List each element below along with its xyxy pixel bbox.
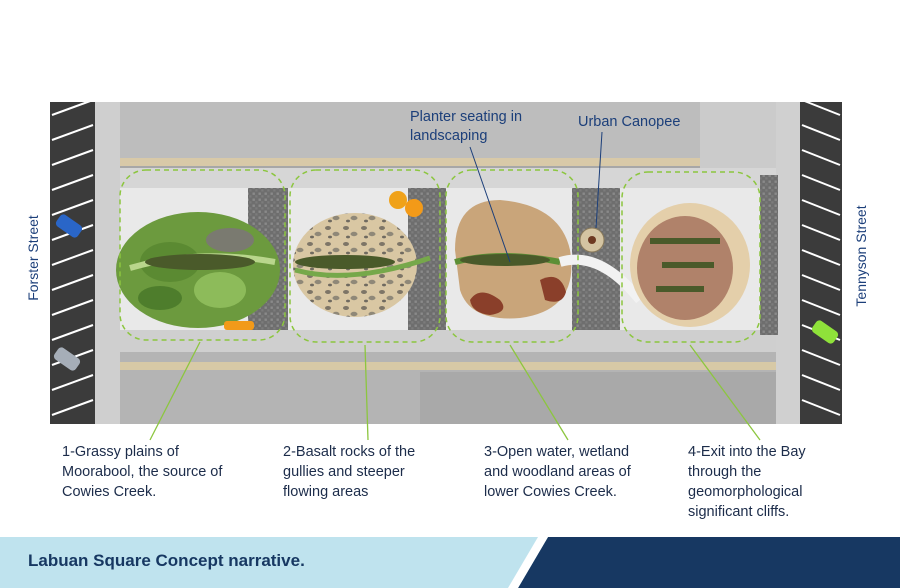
zone-caption-line: lower Cowies Creek. bbox=[484, 484, 617, 500]
zone-caption-line: 4-Exit into the Bay bbox=[688, 444, 806, 460]
left-footpath bbox=[95, 102, 120, 424]
zone-caption-line: 1-Grassy plains of bbox=[62, 444, 179, 460]
right-road bbox=[800, 99, 842, 424]
leader-lines bbox=[469, 131, 603, 263]
roof-top bbox=[120, 102, 776, 166]
zone-4-caption: 4-Exit into the Bay through the geomorph… bbox=[688, 442, 868, 522]
zone-caption-line: Cowies Creek. bbox=[62, 484, 157, 500]
street-label-tennyson: Tennyson Street bbox=[853, 205, 869, 307]
zone-caption-line: and woodland areas of bbox=[484, 464, 631, 480]
zone-3-garden bbox=[454, 200, 572, 319]
zone-caption-line: through the bbox=[688, 464, 762, 480]
zone-2-garden bbox=[293, 191, 431, 317]
zone-caption-line: significant cliffs. bbox=[688, 504, 790, 520]
zone-caption-line: 3-Open water, wetland bbox=[484, 444, 630, 460]
zone-2-caption: 2-Basalt rocks of the gullies and steepe… bbox=[283, 442, 463, 502]
zone-1-garden bbox=[116, 212, 280, 328]
left-road bbox=[50, 99, 95, 424]
zone-caption-line: Moorabool, the source of bbox=[62, 464, 223, 480]
planter-seating-callout: Planter seating in landscaping bbox=[410, 108, 560, 146]
street-label-forster: Forster Street bbox=[25, 215, 41, 301]
car-grey bbox=[53, 347, 81, 371]
zone-4-garden bbox=[630, 203, 750, 327]
car-blue bbox=[55, 214, 83, 238]
urban-canopee-callout: Urban Canopee bbox=[578, 114, 681, 130]
zone-caption-line: 2-Basalt rocks of the bbox=[283, 444, 416, 460]
right-footpath bbox=[776, 102, 800, 424]
zone-caption-line: geomorphological bbox=[688, 484, 803, 500]
car-green bbox=[811, 320, 839, 344]
callout-line: Planter seating in bbox=[410, 109, 523, 125]
zone-3-caption: 3-Open water, wetland and woodland areas… bbox=[484, 442, 674, 502]
footer-banner bbox=[0, 537, 900, 588]
zone-outlines bbox=[119, 169, 761, 343]
zone-caption-line: gullies and steeper bbox=[283, 464, 405, 480]
zone-caption-line: flowing areas bbox=[283, 484, 369, 500]
zone-1-caption: 1-Grassy plains of Moorabool, the source… bbox=[62, 442, 267, 502]
footer-title: Labuan Square Concept narrative. bbox=[28, 551, 305, 570]
callout-line: landscaping bbox=[410, 128, 488, 144]
urban-canopee bbox=[579, 227, 605, 253]
zone-leaders bbox=[149, 341, 761, 441]
walkway bbox=[558, 254, 644, 304]
